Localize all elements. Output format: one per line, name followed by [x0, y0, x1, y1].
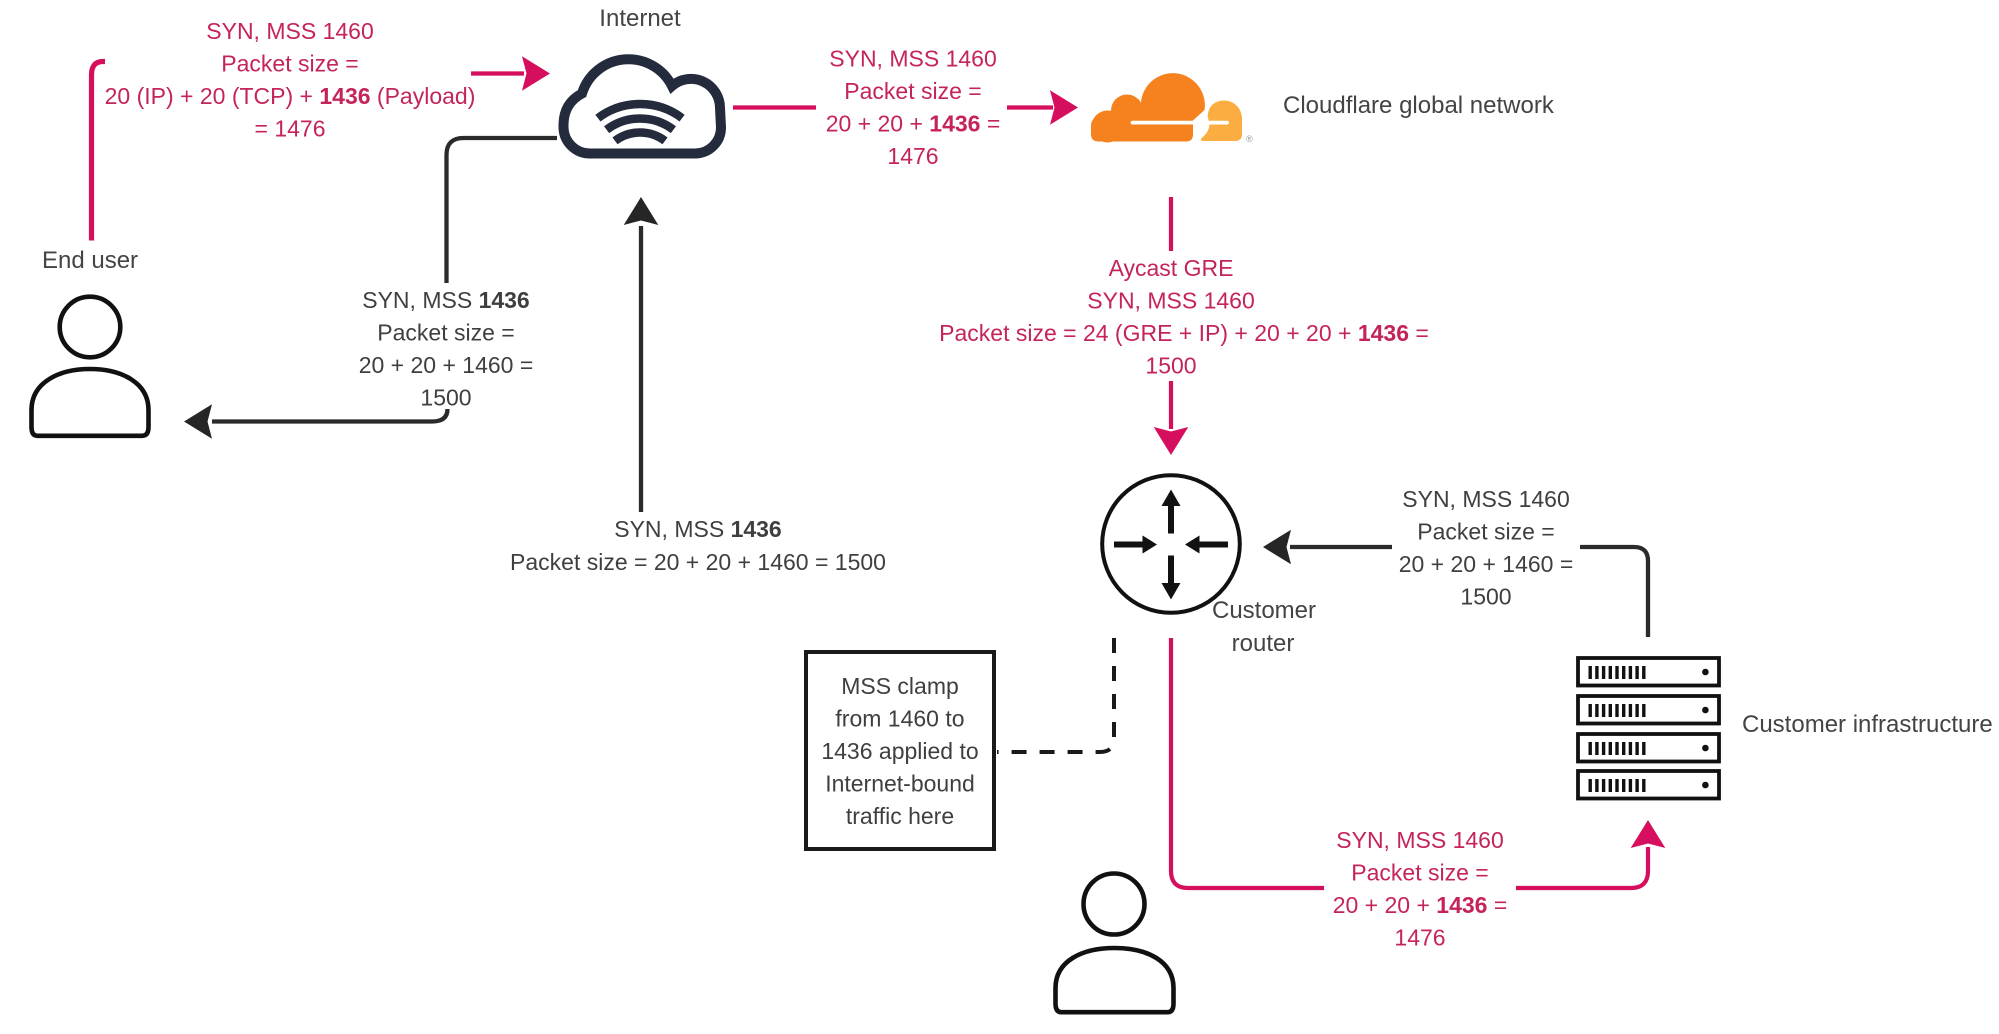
svg-text:20 + 20 + 1436 =: 20 + 20 + 1436 =	[1333, 892, 1508, 918]
svg-text:Packet size =: Packet size =	[1351, 860, 1488, 886]
svg-text:Packet size =: Packet size =	[221, 51, 358, 77]
svg-text:End user: End user	[42, 247, 138, 274]
svg-text:= 1476: = 1476	[255, 116, 326, 142]
svg-text:20 + 20 + 1436 =: 20 + 20 + 1436 =	[826, 111, 1001, 137]
svg-text:SYN, MSS 1460: SYN, MSS 1460	[1087, 288, 1254, 314]
svg-text:Packet size =: Packet size =	[1417, 519, 1554, 545]
svg-text:Packet size =: Packet size =	[844, 78, 981, 104]
svg-text:Internet-bound: Internet-bound	[825, 771, 975, 797]
svg-text:Customer: Customer	[1212, 597, 1316, 624]
svg-text:SYN, MSS 1460: SYN, MSS 1460	[1402, 486, 1569, 512]
svg-text:from 1460 to: from 1460 to	[835, 706, 964, 732]
svg-text:1476: 1476	[887, 143, 938, 169]
svg-text:SYN, MSS 1460: SYN, MSS 1460	[206, 18, 373, 44]
svg-text:1500: 1500	[1460, 584, 1511, 610]
svg-text:Packet size = 24 (GRE + IP) +: Packet size = 24 (GRE + IP) + 20 + 20 + …	[939, 320, 1429, 346]
svg-text:1436 applied to: 1436 applied to	[821, 738, 978, 764]
svg-text:MSS clamp: MSS clamp	[841, 673, 959, 699]
svg-text:Customer infrastructure: Customer infrastructure	[1742, 711, 1993, 738]
svg-text:Packet size =: Packet size =	[377, 320, 514, 346]
svg-text:®: ®	[1246, 134, 1253, 144]
svg-text:SYN, MSS 1436: SYN, MSS 1436	[614, 516, 781, 542]
svg-text:20 + 20 + 1460 =: 20 + 20 + 1460 =	[1399, 551, 1574, 577]
svg-text:SYN, MSS 1460: SYN, MSS 1460	[1336, 827, 1503, 853]
svg-text:SYN, MSS 1460: SYN, MSS 1460	[829, 46, 996, 72]
svg-text:Cloudflare global network: Cloudflare global network	[1283, 92, 1555, 119]
svg-text:router: router	[1232, 630, 1295, 657]
svg-text:Aycast GRE: Aycast GRE	[1109, 255, 1234, 281]
svg-text:20 (IP) + 20 (TCP) + 1436 (Pay: 20 (IP) + 20 (TCP) + 1436 (Payload)	[105, 83, 476, 109]
svg-text:traffic here: traffic here	[846, 803, 954, 829]
svg-text:Packet size = 20 + 20 + 1460 =: Packet size = 20 + 20 + 1460 = 1500	[510, 549, 886, 575]
svg-text:1476: 1476	[1394, 925, 1445, 951]
svg-text:1500: 1500	[420, 385, 471, 411]
svg-text:SYN, MSS 1436: SYN, MSS 1436	[362, 287, 529, 313]
svg-text:Internet: Internet	[599, 5, 681, 32]
svg-text:20 + 20 + 1460 =: 20 + 20 + 1460 =	[359, 352, 534, 378]
svg-text:1500: 1500	[1145, 353, 1196, 379]
